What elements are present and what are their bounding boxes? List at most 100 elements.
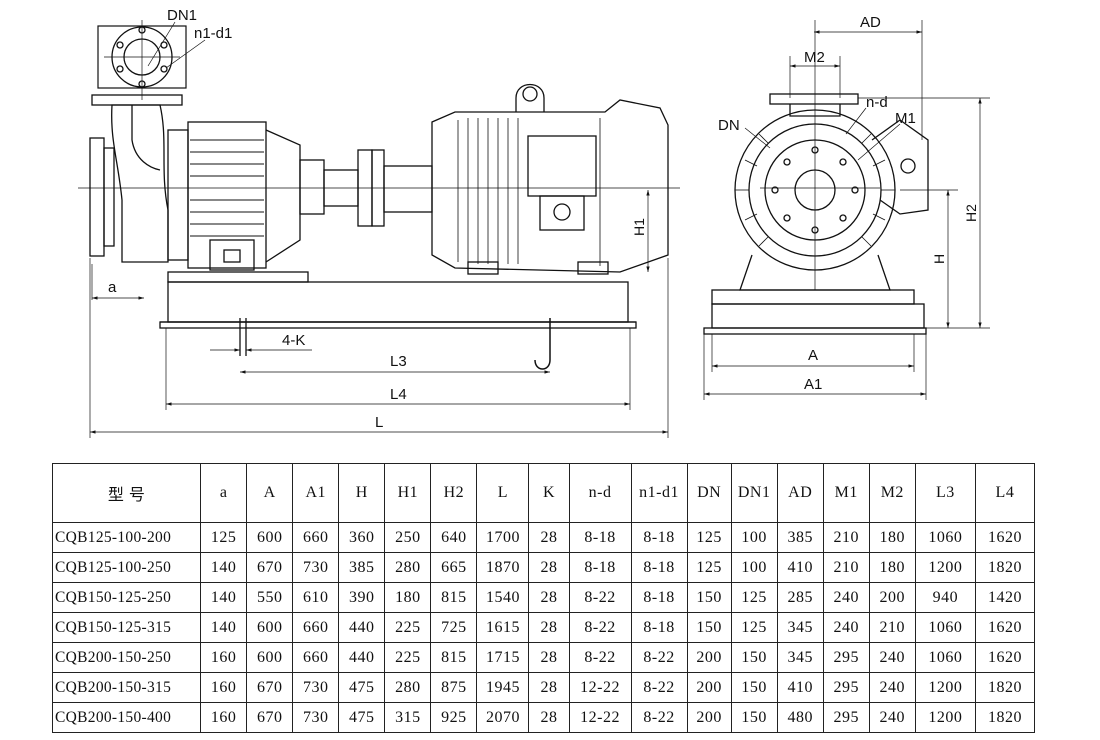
a-upper-label: A — [808, 347, 818, 364]
table-cell: 140 — [200, 582, 248, 613]
table-cell: 1620 — [974, 642, 1036, 673]
table-cell: 670 — [246, 702, 294, 733]
four-k-label: 4-K — [282, 332, 305, 349]
table-cell: 345 — [776, 612, 824, 643]
table-cell: 1200 — [914, 672, 976, 703]
table-cell: 125 — [730, 582, 778, 613]
column-header: H — [338, 463, 386, 523]
dn1-label: DN1 — [167, 7, 197, 24]
table-cell: 200 — [686, 642, 732, 673]
table-cell: 1945 — [476, 672, 530, 703]
model-cell: CQB150-125-315 — [51, 612, 202, 643]
table-cell: 125 — [200, 522, 248, 553]
table-cell: 200 — [686, 672, 732, 703]
table-cell: 815 — [430, 582, 478, 613]
table-cell: 295 — [822, 642, 870, 673]
table-cell: 660 — [292, 612, 340, 643]
table-cell: 285 — [776, 582, 824, 613]
model-cell: CQB125-100-250 — [51, 552, 202, 583]
column-header: A1 — [292, 463, 340, 523]
n1-d1-label: n1-d1 — [194, 25, 232, 42]
table-cell: 210 — [822, 522, 870, 553]
table-cell: 100 — [730, 552, 778, 583]
table-cell: 225 — [384, 642, 432, 673]
table-cell: 730 — [292, 552, 340, 583]
model-cell: CQB150-125-250 — [51, 582, 202, 613]
table-cell: 8-18 — [630, 612, 688, 643]
table-cell: 200 — [868, 582, 916, 613]
column-header: K — [528, 463, 570, 523]
table-cell: 480 — [776, 702, 824, 733]
table-cell: 390 — [338, 582, 386, 613]
table-cell: 8-22 — [568, 612, 632, 643]
table-cell: 660 — [292, 522, 340, 553]
dn-label: DN — [718, 117, 740, 134]
table-cell: 8-18 — [568, 552, 632, 583]
table-cell: 8-18 — [568, 522, 632, 553]
h-label: H — [931, 254, 947, 264]
column-header: L3 — [914, 463, 976, 523]
table-cell: 12-22 — [568, 672, 632, 703]
table-cell: 1615 — [476, 612, 530, 643]
table-cell: 28 — [528, 702, 570, 733]
table-cell: 295 — [822, 702, 870, 733]
table-cell: 28 — [528, 672, 570, 703]
table-cell: 475 — [338, 672, 386, 703]
column-header: L4 — [974, 463, 1036, 523]
a-label: a — [108, 279, 117, 296]
column-header: DN1 — [730, 463, 778, 523]
column-header: H1 — [384, 463, 432, 523]
l-label: L — [375, 414, 383, 431]
l3-label: L3 — [390, 353, 407, 370]
table-cell: 600 — [246, 522, 294, 553]
side-view — [78, 20, 680, 438]
table-cell: 240 — [822, 612, 870, 643]
table-cell: 28 — [528, 552, 570, 583]
table-cell: 28 — [528, 642, 570, 673]
h2-label: H2 — [963, 204, 979, 222]
table-cell: 600 — [246, 612, 294, 643]
pump-drawing: DN1 n1-d1 a H1 4-K L3 L4 L — [78, 7, 990, 438]
m1-label: M1 — [895, 110, 916, 127]
table-cell: 670 — [246, 672, 294, 703]
table-cell: 280 — [384, 552, 432, 583]
column-header: DN — [686, 463, 732, 523]
table-cell: 280 — [384, 672, 432, 703]
column-header: 型 号 — [51, 463, 202, 523]
table-cell: 925 — [430, 702, 478, 733]
table-cell: 1060 — [914, 642, 976, 673]
table-cell: 875 — [430, 672, 478, 703]
a1-label: A1 — [804, 376, 822, 393]
table-cell: 640 — [430, 522, 478, 553]
table-cell: 600 — [246, 642, 294, 673]
table-cell: 125 — [686, 552, 732, 583]
table-cell: 670 — [246, 552, 294, 583]
table-cell: 665 — [430, 552, 478, 583]
column-header: n1-d1 — [630, 463, 688, 523]
table-cell: 1620 — [974, 612, 1036, 643]
table-cell: 1060 — [914, 522, 976, 553]
table-cell: 160 — [200, 702, 248, 733]
table-cell: 140 — [200, 552, 248, 583]
table-cell: 940 — [914, 582, 976, 613]
column-header: AD — [776, 463, 824, 523]
table-cell: 410 — [776, 672, 824, 703]
table-cell: 8-18 — [630, 582, 688, 613]
table-cell: 150 — [730, 702, 778, 733]
table-cell: 345 — [776, 642, 824, 673]
table-cell: 180 — [868, 522, 916, 553]
table-cell: 150 — [730, 672, 778, 703]
model-cell: CQB200-150-400 — [51, 702, 202, 733]
table-cell: 475 — [338, 702, 386, 733]
table-cell: 385 — [338, 552, 386, 583]
model-cell: CQB200-150-315 — [51, 672, 202, 703]
table-cell: 240 — [868, 702, 916, 733]
column-header: M2 — [868, 463, 916, 523]
